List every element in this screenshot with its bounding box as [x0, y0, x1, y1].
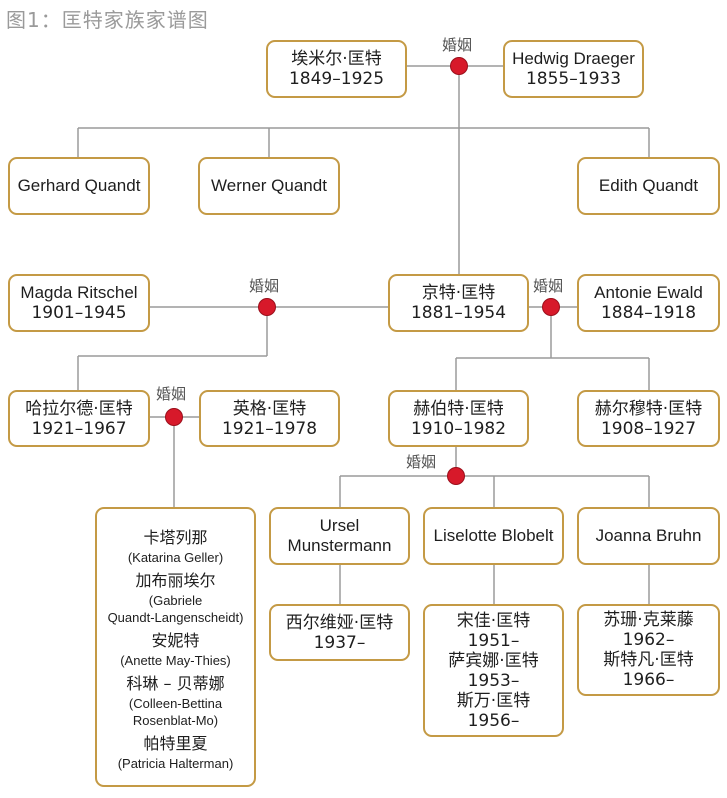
child-name: 苏珊·克莱藤	[603, 610, 694, 630]
person-name: Liselotte Blobelt	[433, 526, 554, 545]
child-years: 1966–	[622, 670, 675, 690]
person-inge-quandt: 英格·匡特 1921–1978	[199, 390, 340, 447]
person-years: 1901–1945	[31, 303, 127, 323]
marriage-dot-emil-hedwig	[450, 57, 468, 75]
person-years: 1908–1927	[600, 418, 697, 439]
person-edith-quandt: Edith Quandt	[577, 157, 720, 215]
marriage-dot-harald-inge	[165, 408, 183, 426]
child-name-en: (Katarina Geller)	[127, 549, 224, 565]
marriage-label-guenther-antonie: 婚姻	[533, 277, 564, 295]
person-years: 1849–1925	[288, 69, 385, 89]
child-name: 斯万·匡特	[456, 690, 531, 711]
person-years: 1937–	[313, 632, 366, 653]
person-name-line1: Ursel	[319, 516, 360, 535]
child-name: 加布丽埃尔	[135, 570, 216, 590]
person-name-line2: Munstermann	[287, 536, 392, 555]
person-name: 哈拉尔德·匡特	[25, 398, 133, 419]
child-years: 1951–	[467, 630, 520, 651]
children-liselotte: 宋佳·匡特 1951– 萨宾娜·匡特 1953– 斯万·匡特 1956–	[423, 604, 564, 737]
child-name-en-cont: Quandt-Langenscheidt)	[107, 609, 244, 625]
person-name: Hedwig Draeger	[512, 49, 635, 68]
person-years: 1921–1967	[31, 418, 127, 439]
person-magda-ritschel: Magda Ritschel 1901–1945	[8, 274, 150, 332]
person-hellmut-quandt: 赫尔穆特·匡特 1908–1927	[577, 390, 720, 447]
person-sylvia-quandt: 西尔维娅·匡特 1937–	[269, 604, 410, 661]
diagram-title: 图1：匡特家族家谱图	[6, 8, 209, 32]
child-name: 安妮特	[151, 630, 200, 650]
child-name: 萨宾娜·匡特	[448, 650, 539, 671]
person-name: 英格·匡特	[232, 398, 307, 419]
marriage-dot-herbert	[447, 467, 465, 485]
person-liselotte-blobelt: Liselotte Blobelt	[423, 507, 564, 565]
person-guenther-quandt: 京特·匡特 1881–1954	[388, 274, 529, 332]
marriage-dot-guenther-antonie	[542, 298, 560, 316]
child-name-en: (Anette May-Thies)	[120, 652, 231, 668]
child-name: 帕特里夏	[143, 733, 208, 753]
person-harald-quandt: 哈拉尔德·匡特 1921–1967	[8, 390, 150, 447]
person-name: Gerhard Quandt	[17, 176, 141, 195]
child-name: 科琳 – 贝蒂娜	[126, 673, 225, 693]
person-name: 赫伯特·匡特	[413, 398, 504, 419]
child-name: 斯特凡·匡特	[603, 650, 694, 670]
child-name-en: (Gabriele	[148, 592, 203, 608]
person-name: 埃米尔·匡特	[291, 49, 382, 69]
person-werner-quandt: Werner Quandt	[198, 157, 340, 215]
child-years: 1956–	[467, 710, 520, 731]
child-name-en: (Colleen-Bettina	[128, 695, 223, 711]
marriage-dot-magda-guenther	[258, 298, 276, 316]
person-ursel-munstermann: Ursel Munstermann	[269, 507, 410, 565]
marriage-label-harald-inge: 婚姻	[156, 385, 187, 403]
person-years: 1881–1954	[410, 303, 507, 323]
person-name: 赫尔穆特·匡特	[594, 398, 703, 419]
person-emil-quandt: 埃米尔·匡特 1849–1925	[266, 40, 407, 98]
person-name: Antonie Ewald	[594, 283, 703, 302]
person-gerhard-quandt: Gerhard Quandt	[8, 157, 150, 215]
person-years: 1910–1982	[410, 418, 507, 439]
person-years: 1921–1978	[221, 418, 318, 439]
marriage-label-herbert: 婚姻	[406, 453, 437, 471]
child-name: 宋佳·匡特	[456, 610, 531, 631]
child-years: 1953–	[467, 670, 520, 691]
child-name: 卡塔列那	[143, 527, 208, 547]
marriage-label-emil-hedwig: 婚姻	[442, 36, 473, 54]
person-years: 1855–1933	[525, 69, 622, 89]
person-joanna-bruhn: Joanna Bruhn	[577, 507, 720, 565]
child-name-en: (Patricia Halterman)	[117, 755, 234, 771]
children-joanna: 苏珊·克莱藤 1962– 斯特凡·匡特 1966–	[577, 604, 720, 696]
person-herbert-quandt: 赫伯特·匡特 1910–1982	[388, 390, 529, 447]
person-antonie-ewald: Antonie Ewald 1884–1918	[577, 274, 720, 332]
person-name: Edith Quandt	[598, 176, 699, 195]
person-hedwig-draeger: Hedwig Draeger 1855–1933	[503, 40, 644, 98]
person-name: Joanna Bruhn	[595, 526, 702, 545]
children-harald-inge: 卡塔列那 (Katarina Geller) 加布丽埃尔 (Gabriele Q…	[95, 507, 256, 787]
child-name-en-cont: Rosenblat-Mo)	[132, 712, 219, 728]
child-years: 1962–	[622, 630, 675, 650]
person-name: Werner Quandt	[211, 176, 327, 195]
person-years: 1884–1918	[600, 303, 697, 323]
person-name: 京特·匡特	[421, 283, 496, 303]
marriage-label-magda-guenther: 婚姻	[249, 277, 280, 295]
person-name: 西尔维娅·匡特	[285, 612, 394, 633]
person-name: Magda Ritschel	[20, 283, 138, 302]
